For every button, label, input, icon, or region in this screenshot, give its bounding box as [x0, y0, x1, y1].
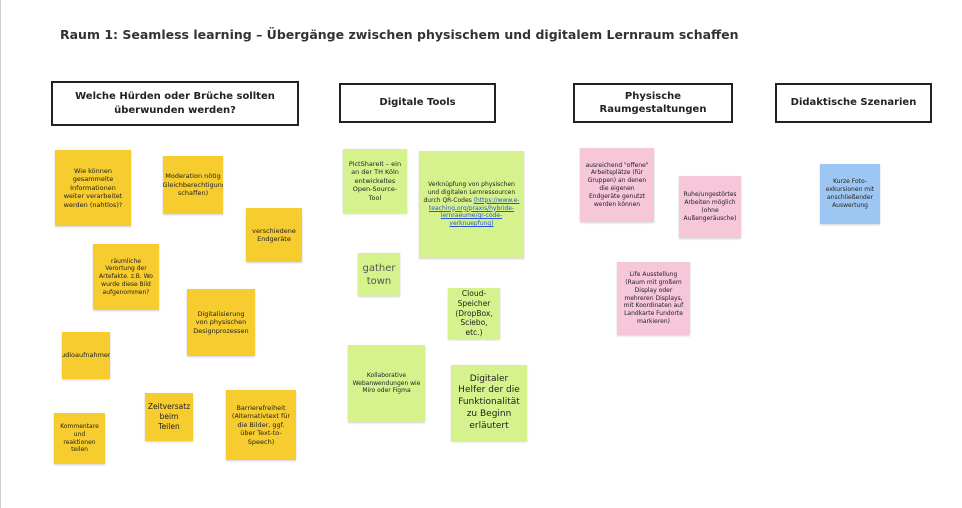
canvas-left-border — [0, 0, 1, 508]
sticky-note-text: PictShareIt – ein an der TH Köln entwick… — [348, 159, 402, 202]
sticky-note-text: Moderation nötig (Gleichberechtigung sch… — [163, 172, 223, 198]
sticky-note[interactable]: Zeitversatz beim Teilen — [145, 393, 193, 441]
board-title: Raum 1: Seamless learning – Übergänge zw… — [60, 27, 739, 42]
sticky-note-text: räumliche Verortung der Artefakte. z.B. … — [99, 257, 153, 296]
header-didaktische-szenarien-label: Didaktische Szenarien — [790, 97, 917, 109]
sticky-note-text: Kollaborative Webanwendungen wie Miro od… — [352, 371, 421, 395]
sticky-note-text: Ruhe/ungestörtes Arbeiten möglich (ohne … — [683, 191, 737, 222]
sticky-note[interactable]: Digitalisierung von physischen Designpro… — [187, 289, 255, 356]
sticky-note-text: Kurze Foto-exkursionen mit anschließende… — [825, 178, 875, 209]
sticky-note-text: Verknüpfung von physischen und digitalen… — [423, 181, 520, 228]
sticky-note-text: Life Ausstellung (Raum mit großem Displa… — [623, 271, 684, 325]
header-physische-raumgestaltungen[interactable]: Physische Raumgestaltungen — [573, 83, 733, 123]
sticky-note[interactable]: Kollaborative Webanwendungen wie Miro od… — [348, 345, 425, 422]
sticky-note[interactable]: Barrierefreiheit (Alternativtext für die… — [226, 390, 296, 460]
sticky-note[interactable]: ausreichend "offene" Arbeitsplätze (für … — [580, 148, 654, 222]
sticky-note-text: Audioaufnahmen? — [62, 351, 110, 360]
sticky-note-text: Cloud-Speicher (DropBox, Sciebo, etc.) — [455, 289, 493, 338]
sticky-note[interactable]: verschiedene Endgeräte — [246, 208, 302, 262]
header-digitale-tools-label: Digitale Tools — [379, 97, 456, 109]
sticky-note[interactable]: Kurze Foto-exkursionen mit anschließende… — [820, 164, 880, 224]
sticky-note[interactable]: Cloud-Speicher (DropBox, Sciebo, etc.) — [448, 288, 500, 339]
sticky-note[interactable]: Digitaler Helfer der die Funktionalität … — [451, 365, 527, 441]
sticky-note-text: verschiedene Endgeräte — [252, 226, 296, 243]
header-didaktische-szenarien[interactable]: Didaktische Szenarien — [775, 83, 932, 123]
sticky-note[interactable]: gather town — [358, 253, 400, 296]
sticky-note[interactable]: räumliche Verortung der Artefakte. z.B. … — [93, 244, 159, 310]
sticky-note-text: gather town — [362, 262, 396, 287]
sticky-note[interactable]: Wie können gesammelte Informationen weit… — [55, 150, 131, 226]
sticky-note[interactable]: Audioaufnahmen? — [62, 332, 110, 379]
sticky-note[interactable]: Ruhe/ungestörtes Arbeiten möglich (ohne … — [679, 176, 741, 238]
header-huerden[interactable]: Welche Hürden oder Brüche sollten überwu… — [51, 81, 299, 126]
sticky-note-text: ausreichend "offene" Arbeitsplätze (für … — [585, 161, 649, 208]
sticky-note-text: Zeitversatz beim Teilen — [147, 402, 191, 431]
sticky-note[interactable]: Verknüpfung von physischen und digitalen… — [419, 151, 524, 258]
sticky-note[interactable]: PictShareIt – ein an der TH Köln entwick… — [343, 149, 407, 213]
header-huerden-label: Welche Hürden oder Brüche sollten überwu… — [75, 91, 275, 116]
sticky-note-text: Kommentare und reaktionen teilen — [60, 422, 99, 454]
sticky-note[interactable]: Kommentare und reaktionen teilen — [54, 413, 105, 464]
sticky-note[interactable]: Life Ausstellung (Raum mit großem Displa… — [617, 262, 690, 335]
sticky-note-text: Wie können gesammelte Informationen weit… — [63, 166, 123, 209]
sticky-note-text: Barrierefreiheit (Alternativtext für die… — [231, 403, 291, 446]
header-physische-raumgestaltungen-label: Physische Raumgestaltungen — [599, 90, 707, 116]
header-digitale-tools[interactable]: Digitale Tools — [339, 83, 496, 123]
sticky-note-text: Digitaler Helfer der die Funktionalität … — [458, 373, 520, 431]
sticky-note[interactable]: Moderation nötig (Gleichberechtigung sch… — [163, 156, 223, 214]
sticky-note-text: Digitalisierung von physischen Designpro… — [193, 309, 249, 335]
qr-note-text: Verknüpfung von physischen und digitalen… — [423, 181, 516, 204]
qr-note-link[interactable]: (https://www.e-teaching.org/praxis/hybri… — [428, 196, 520, 228]
